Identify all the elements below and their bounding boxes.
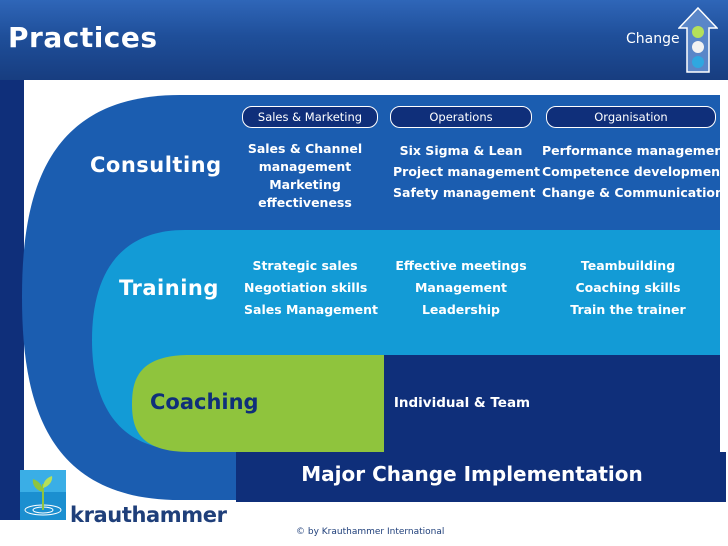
training-sales-item: Negotiation skills: [244, 280, 368, 295]
footer-copyright: © by Krauthammer International: [296, 527, 445, 537]
training-operations-item: Management: [414, 280, 507, 295]
brand-name: krauthammer: [70, 503, 227, 527]
logo-sky: [20, 470, 66, 492]
consulting-operations-item: Six Sigma & Lean: [399, 143, 523, 158]
column-organisation: Organisation: [546, 106, 716, 128]
consulting-operations-item: Safety management: [393, 185, 536, 200]
training-organisation-item: Teambuilding: [580, 258, 676, 273]
section-coaching: Coaching: [150, 390, 259, 414]
consulting-operations-item: Project management: [393, 164, 541, 179]
training-operations-items: Effective meetings Management Leadership: [393, 255, 529, 321]
section-training: Training: [119, 276, 219, 300]
consulting-organisation-items: Performance management Competence develo…: [542, 140, 728, 203]
consulting-sales-item: management: [258, 159, 352, 174]
major-change-band: [236, 452, 726, 502]
light-white: [692, 41, 704, 53]
logo-leaf-right: [43, 476, 53, 488]
consulting-organisation-item: Competence development: [542, 164, 727, 179]
light-green: [692, 26, 704, 38]
column-sales-marketing: Sales & Marketing: [242, 106, 378, 128]
consulting-sales-item: Marketing: [269, 177, 341, 192]
traffic-light-icon: [692, 26, 704, 68]
light-blue: [692, 56, 704, 68]
change-label: Change: [626, 31, 680, 47]
column-operations: Operations: [390, 106, 532, 128]
training-operations-item: Leadership: [421, 302, 501, 317]
major-change-label: Major Change Implementation: [301, 462, 643, 486]
plant-logo-icon: [20, 470, 66, 520]
consulting-organisation-item: Change & Communications: [542, 185, 728, 200]
training-organisation-items: Teambuilding Coaching skills Train the t…: [542, 255, 714, 321]
training-sales-item: Strategic sales: [252, 258, 358, 273]
training-organisation-item: Train the trainer: [570, 302, 686, 317]
training-organisation-item: Coaching skills: [575, 280, 681, 295]
page-title: Practices: [8, 21, 158, 54]
header-bar: [0, 0, 728, 80]
up-arrow-icon: [678, 6, 718, 73]
coaching-content: Individual & Team: [393, 395, 531, 411]
training-sales-item: Sales Management: [244, 302, 379, 317]
arrow-shape: [678, 6, 718, 73]
consulting-sales-item: Sales & Channel: [247, 141, 363, 156]
consulting-organisation-item: Performance management: [542, 143, 728, 158]
consulting-sales-item: effectiveness: [258, 195, 352, 210]
section-consulting: Consulting: [90, 153, 222, 177]
left-edge: [0, 80, 24, 520]
training-sales-items: Strategic sales Negotiation skills Sales…: [244, 255, 379, 321]
training-operations-item: Effective meetings: [395, 258, 527, 273]
consulting-sales-items: Sales & Channel management Marketing eff…: [244, 140, 366, 212]
consulting-operations-items: Six Sigma & Lean Project management Safe…: [393, 140, 541, 203]
coaching-content-panel: [384, 355, 720, 452]
logo-leaf-left: [32, 479, 43, 492]
